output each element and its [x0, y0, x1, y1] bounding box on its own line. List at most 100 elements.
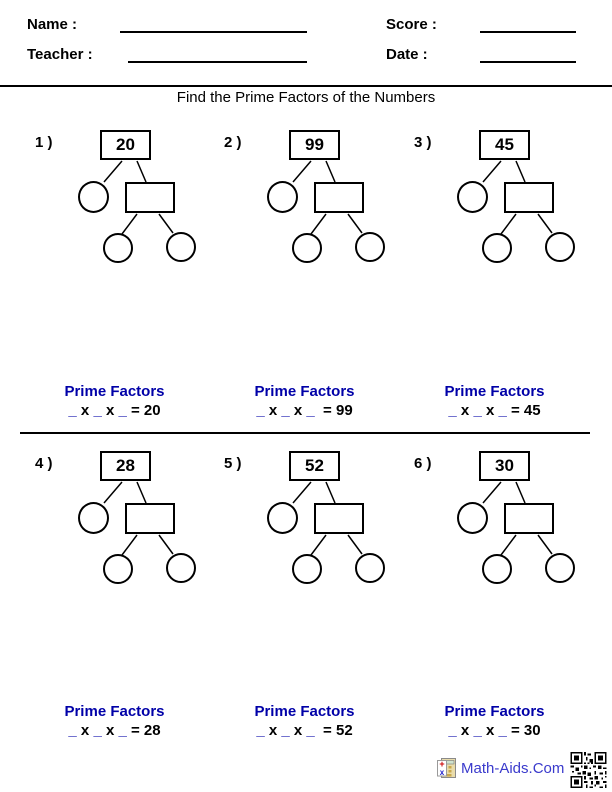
teacher-field[interactable] [128, 61, 307, 63]
composite-number: 45 [495, 135, 514, 154]
times-sign: x [289, 722, 307, 739]
factor-circle[interactable] [267, 502, 298, 534]
factor-blank: _ [256, 402, 265, 419]
factor-blank: _ [498, 722, 507, 739]
factor-blank: _ [93, 402, 102, 419]
prime-factors-answer-4: Prime Factors _ x _ x _ = 28 [22, 703, 207, 739]
factor-circle[interactable] [166, 232, 196, 262]
factor-circle[interactable] [482, 554, 512, 584]
prime-factors-answer-6: Prime Factors _ x _ x _ = 30 [402, 703, 587, 739]
equals-result: = 99 [314, 402, 353, 419]
name-field[interactable] [120, 31, 307, 33]
factor-circle[interactable] [166, 553, 196, 583]
factor-circle[interactable] [78, 181, 109, 213]
factor-circle[interactable] [457, 502, 488, 534]
factor-circle[interactable] [545, 553, 575, 583]
problem-3: 3 ) 45 [399, 125, 589, 285]
problem-number-label: 5 ) [224, 455, 242, 472]
calculator-icon: + x [437, 758, 456, 778]
factor-blank: _ [281, 722, 290, 739]
page-title: Find the Prime Factors of the Numbers [176, 89, 436, 106]
prime-factors-heading: Prime Factors [444, 383, 545, 400]
factor-blank: _ [118, 722, 127, 739]
factor-blank: _ [68, 722, 77, 739]
times-sign: x [101, 722, 119, 739]
prime-factors-heading: Prime Factors [64, 703, 165, 720]
times-sign: x [76, 402, 94, 419]
factor-blank: _ [306, 722, 315, 739]
equals-result: = 52 [314, 722, 353, 739]
times-sign: x [101, 402, 119, 419]
tree-branch-lines [103, 160, 174, 235]
prime-factors-equation[interactable]: _ x _ x _ = 45 [402, 402, 587, 419]
factor-circle[interactable] [355, 232, 385, 262]
factor-box[interactable] [314, 503, 364, 534]
times-sign: x [481, 402, 499, 419]
times-sign: x [264, 722, 282, 739]
times-sign: x [481, 722, 499, 739]
equals-result: = 45 [506, 402, 541, 419]
prime-factors-equation[interactable]: _ x _ x _ = 28 [22, 722, 207, 739]
factor-box[interactable] [504, 182, 554, 213]
date-field[interactable] [480, 61, 576, 63]
tree-branch-lines [482, 160, 553, 235]
factor-blank: _ [448, 722, 457, 739]
factor-circle[interactable] [545, 232, 575, 262]
prime-factors-answer-3: Prime Factors _ x _ x _ = 45 [402, 383, 587, 419]
factor-blank: _ [473, 722, 482, 739]
brand-link[interactable]: Math-Aids.Com [461, 760, 565, 777]
prime-factors-heading: Prime Factors [254, 383, 355, 400]
composite-number: 52 [305, 456, 324, 475]
equals-result: = 20 [126, 402, 161, 419]
factor-box[interactable] [504, 503, 554, 534]
prime-factors-equation[interactable]: _ x _ x _ = 30 [402, 722, 587, 739]
factor-circle[interactable] [103, 554, 133, 584]
factor-blank: _ [306, 402, 315, 419]
factor-box[interactable] [125, 182, 175, 213]
teacher-label: Teacher : [27, 46, 93, 63]
factor-circle[interactable] [292, 233, 322, 263]
factor-circle[interactable] [78, 502, 109, 534]
problem-4: 4 ) 28 [20, 446, 210, 606]
factor-circle[interactable] [292, 554, 322, 584]
row-divider [20, 432, 590, 434]
prime-factors-heading: Prime Factors [254, 703, 355, 720]
factor-box[interactable] [125, 503, 175, 534]
composite-number-box: 28 [100, 451, 151, 481]
equals-result: = 30 [506, 722, 541, 739]
tree-branch-lines [292, 160, 363, 235]
problem-number-label: 4 ) [35, 455, 53, 472]
factor-circle[interactable] [267, 181, 298, 213]
prime-factors-heading: Prime Factors [64, 383, 165, 400]
tree-branch-lines [292, 481, 363, 556]
factor-blank: _ [118, 402, 127, 419]
header-divider [0, 85, 612, 87]
prime-factors-equation[interactable]: _ x _ x _ = 52 [212, 722, 397, 739]
composite-number: 99 [305, 135, 324, 154]
composite-number: 20 [116, 135, 135, 154]
problem-number-label: 6 ) [414, 455, 432, 472]
composite-number-box: 20 [100, 130, 151, 160]
svg-text:+: + [439, 759, 444, 769]
factor-circle[interactable] [103, 233, 133, 263]
times-sign: x [76, 722, 94, 739]
factor-circle[interactable] [355, 553, 385, 583]
factor-blank: _ [448, 402, 457, 419]
factor-blank: _ [281, 402, 290, 419]
factor-circle[interactable] [457, 181, 488, 213]
composite-number-box: 45 [479, 130, 530, 160]
factor-blank: _ [498, 402, 507, 419]
prime-factors-equation[interactable]: _ x _ x _ = 20 [22, 402, 207, 419]
score-field[interactable] [480, 31, 576, 33]
composite-number: 30 [495, 456, 514, 475]
problem-number-label: 1 ) [35, 134, 53, 151]
name-label: Name : [27, 16, 78, 33]
factor-blank: _ [473, 402, 482, 419]
factor-box[interactable] [314, 182, 364, 213]
times-sign: x [456, 402, 474, 419]
prime-factors-answer-1: Prime Factors _ x _ x _ = 20 [22, 383, 207, 419]
problem-number-label: 3 ) [414, 134, 432, 151]
factor-blank: _ [93, 722, 102, 739]
factor-circle[interactable] [482, 233, 512, 263]
prime-factors-equation[interactable]: _ x _ x _ = 99 [212, 402, 397, 419]
